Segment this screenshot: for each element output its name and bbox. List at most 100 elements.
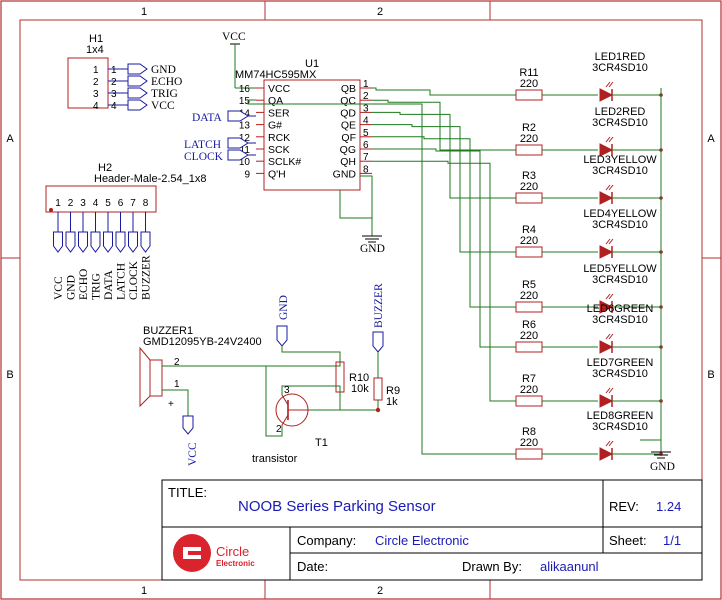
col-label-1-top: 1: [141, 6, 147, 18]
resistor-ref-4: R4: [522, 224, 536, 236]
col-label-2-bottom: 2: [377, 585, 383, 597]
buzzer-plus-sign: +: [168, 399, 174, 410]
resistor-value-3: 220: [520, 181, 538, 193]
led-ref-4: LED4YELLOW: [583, 208, 657, 220]
sheet-value: 1/1: [663, 533, 681, 548]
h2-pins: 1VCC2GND3ECHO4TRIG5DATA6LATCH7CLOCK8BUZZ…: [53, 198, 153, 300]
h1-pin4-num-r: 4: [111, 101, 117, 112]
u1-left-pin-name-6: SCLK#: [268, 156, 301, 168]
company-label: Company:: [297, 533, 356, 548]
title-block: TITLE: NOOB Series Parking Sensor REV: 1…: [161, 479, 703, 581]
buzzer-pin-minus: 1: [174, 379, 180, 390]
port-clock: CLOCK: [184, 151, 224, 163]
company-value: Circle Electronic: [375, 533, 469, 548]
u1-right-pin-name-7: GND: [333, 168, 357, 180]
gnd-shift-symbol: GND: [339, 175, 385, 255]
buzzer-circuit: BUZZER1 GMD12095YB-24V2400 2 1 + VCC GND…: [139, 283, 400, 466]
h2-pin-num-1: 1: [55, 198, 61, 209]
resistor-value-1: 220: [520, 78, 538, 90]
u1-right-pin-num-3: 3: [363, 103, 369, 114]
buzzer-pin-plus: 2: [174, 357, 180, 368]
led-ref-8: LED8GREEN: [587, 410, 654, 422]
h2-net-data: DATA: [103, 270, 115, 300]
resistor-value-7: 220: [520, 384, 538, 396]
u1-ports: DATA LATCH CLOCK: [184, 110, 256, 163]
u1-left-pin-name-7: Q'H: [268, 168, 286, 180]
vcc-power-symbol: VCC: [222, 31, 265, 89]
h1-connector: H1 1x4 1 2 3 4 1 2 3 4 GND ECHO TRIG VCC: [67, 33, 182, 112]
u1-left-pin-num-11: 11: [240, 145, 251, 156]
u1-right-pin-name-4: QF: [341, 132, 356, 144]
r9-value: 1k: [386, 396, 398, 408]
u1-left-pin-num-15: 15: [239, 96, 251, 107]
led-value-2: 3CR4SD10: [592, 117, 648, 129]
h2-pin-num-2: 2: [68, 198, 74, 209]
led-value-5: 3CR4SD10: [592, 274, 648, 286]
row-label-b-right: B: [707, 369, 714, 381]
u1-right-pin-name-2: QD: [340, 107, 356, 119]
h1-value: 1x4: [86, 44, 104, 56]
u1-right-pin-num-5: 5: [363, 128, 369, 139]
h2-net-buzzer: BUZZER: [141, 255, 153, 300]
col-label-2-top: 2: [377, 6, 383, 18]
led-value-1: 3CR4SD10: [592, 62, 648, 74]
r10-value: 10k: [351, 383, 369, 395]
h1-net-trig: TRIG: [151, 88, 178, 100]
h2-pin-num-6: 6: [118, 198, 124, 209]
row-label-b-left: B: [6, 369, 13, 381]
u1-right-pin-num-6: 6: [363, 140, 369, 151]
drawn-label: Drawn By:: [462, 559, 522, 574]
u1-left-pin-name-4: RCK: [268, 132, 290, 144]
u1-left-pin-name-5: SCK: [268, 144, 290, 156]
drawn-value: alikaanunl: [540, 559, 599, 574]
resistor-ref-5: R5: [522, 279, 536, 291]
h1-net-vcc: VCC: [151, 100, 175, 112]
led-value-7: 3CR4SD10: [592, 368, 648, 380]
led-ref-7: LED7GREEN: [587, 357, 654, 369]
gnd-leds-label: GND: [650, 461, 675, 473]
led-ref-6: LED6GREEN: [587, 303, 654, 315]
u1-left-pin-num-13: 13: [239, 121, 251, 132]
h1-net-echo: ECHO: [151, 76, 182, 88]
led-ref-5: LED5YELLOW: [583, 263, 657, 275]
buzzer-ref: BUZZER1: [143, 325, 193, 337]
logo-sub: Electronic: [216, 559, 255, 568]
r9-ref: R9: [386, 385, 400, 397]
h2-pin-num-5: 5: [105, 198, 111, 209]
led-ref-3: LED3YELLOW: [583, 154, 657, 166]
row-label-a-right: A: [707, 133, 715, 145]
t1-ref: T1: [315, 437, 328, 449]
h1-pin2-num-r: 2: [111, 77, 117, 88]
date-label: Date:: [297, 559, 328, 574]
h1-pin3-num: 3: [93, 89, 99, 100]
resistor-value-2: 220: [520, 133, 538, 145]
h2-net-latch: LATCH: [116, 263, 128, 300]
resistor-value-5: 220: [520, 290, 538, 302]
gnd-shift-label: GND: [360, 243, 385, 255]
u1-right-pin-name-6: QH: [340, 156, 356, 168]
u1-right-pin-num-1: 1: [363, 79, 369, 90]
u1-left-pin-name-0: VCC: [268, 83, 291, 95]
t1-pin-e: 3: [284, 385, 290, 396]
u1-right-pin-name-1: QC: [340, 95, 356, 107]
h1-pin1-num-r: 1: [111, 65, 117, 76]
title-value: NOOB Series Parking Sensor: [238, 498, 436, 515]
h2-net-clock: CLOCK: [128, 260, 140, 300]
h2-pin-num-7: 7: [130, 198, 136, 209]
h1-net-gnd: GND: [151, 64, 176, 76]
led-ref-2: LED2RED: [595, 106, 646, 118]
led-value-4: 3CR4SD10: [592, 219, 648, 231]
h1-ref: H1: [89, 33, 103, 45]
u1-left-pin-num-10: 10: [239, 157, 251, 168]
row-label-a-left: A: [6, 133, 14, 145]
buzzer-value: GMD12095YB-24V2400: [143, 336, 262, 348]
resistor-value-8: 220: [520, 437, 538, 449]
led-array: R11220LED1RED3CR4SD10R2220LED2RED3CR4SD1…: [515, 51, 663, 461]
